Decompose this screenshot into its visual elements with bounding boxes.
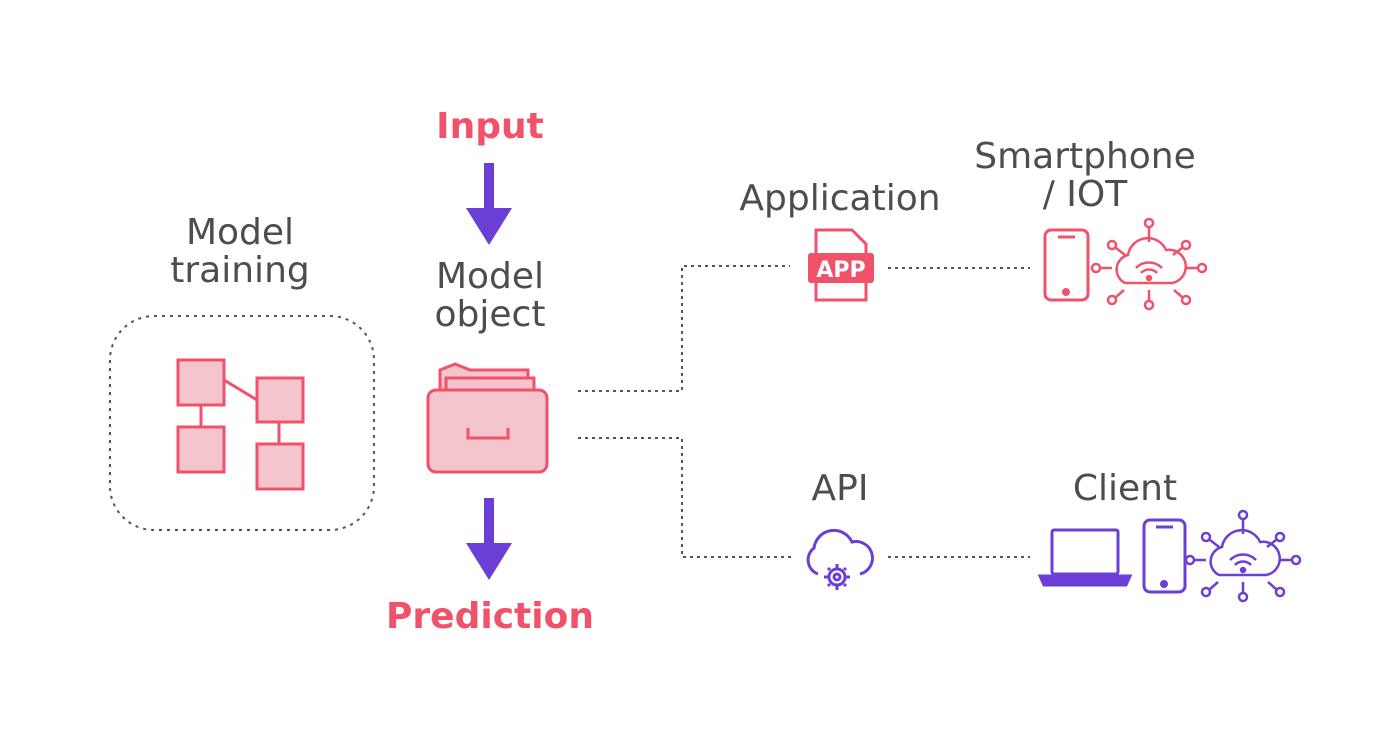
prediction-label: Prediction <box>386 596 594 637</box>
smartphone-iot-label: Smartphone / IOT <box>974 136 1196 215</box>
input-label: Input <box>436 106 544 147</box>
connector-lines <box>578 265 1030 558</box>
model-object-label: Model object <box>434 256 546 335</box>
cloud-gear-icon <box>806 528 874 590</box>
model-training-box <box>109 315 375 531</box>
app-badge-text: APP <box>816 258 865 283</box>
file-cabinet-icon <box>426 362 549 474</box>
app-file-icon: APP <box>808 228 874 302</box>
smartphone-icon <box>1043 228 1090 302</box>
wifi-cloud-icon <box>1184 509 1302 603</box>
client-label: Client <box>1072 468 1178 509</box>
input-arrow <box>466 163 512 245</box>
iot-cloud-icon <box>1090 217 1208 311</box>
api-label: API <box>811 468 869 509</box>
model-training-label: Model training <box>170 212 310 291</box>
model-graph-icon <box>176 358 305 491</box>
client-smartphone-icon <box>1142 518 1187 594</box>
laptop-icon <box>1037 528 1133 587</box>
prediction-arrow <box>466 498 512 580</box>
application-label: Application <box>739 178 941 219</box>
